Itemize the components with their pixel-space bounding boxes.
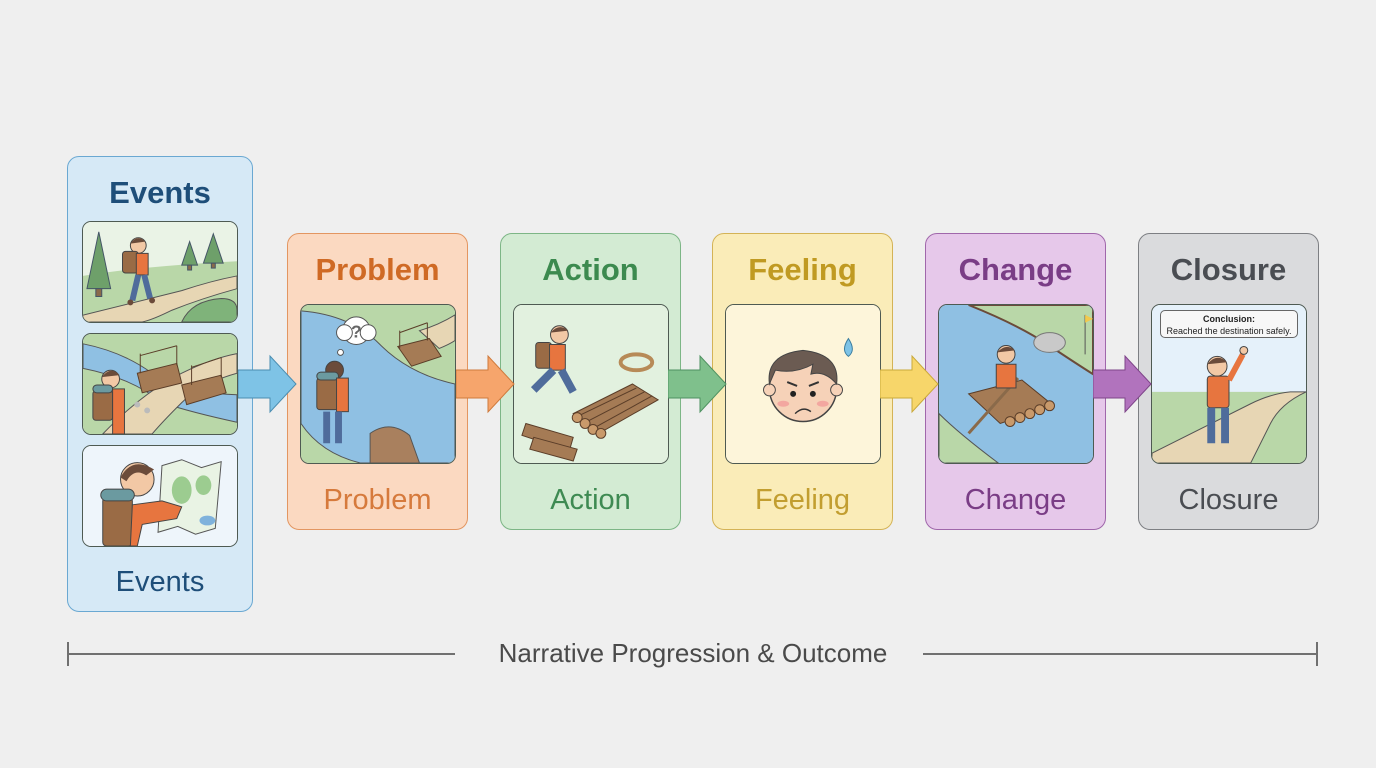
timeline-line-right [923,653,1317,655]
stage-title: Action [542,252,639,287]
stage-card-closure: Closure Conclusion: Reached the destinat… [1138,233,1319,530]
arrow-feeling-to-change-icon [880,354,940,414]
panel-hiker-at-broken-bridge [82,333,238,435]
stage-card-feeling: Feeling Feeling [712,233,893,530]
svg-text:?: ? [351,322,362,342]
stage-title: Closure [1170,252,1287,287]
panel-hiker-reading-map [82,445,238,547]
stage-footer: Problem [323,484,432,516]
panel-hiker-confused-at-river: ? [300,304,456,464]
narrative-timeline: Narrative Progression & Outcome [67,638,1319,668]
stage-card-events: Events [67,156,253,612]
stage-card-action: Action Action [500,233,681,530]
arrow-change-to-closure-icon [1093,354,1153,414]
arrow-problem-to-action-icon [456,354,516,414]
panel-hiker-rafting-river [938,304,1094,464]
panel-hiker-building-raft [513,304,669,464]
timeline-label: Narrative Progression & Outcome [498,638,888,668]
stage-footer: Events [115,566,205,598]
stage-title: Feeling [748,252,857,287]
conclusion-heading: Conclusion: [1203,314,1255,324]
conclusion-text: Reached the destination safely. [1166,326,1292,336]
panel-hiker-waving-at-destination: Conclusion: Reached the destination safe… [1151,304,1307,464]
timeline-end-cap [1316,642,1318,666]
timeline-line-left [67,653,455,655]
stage-title: Events [109,175,211,210]
arrow-action-to-feeling-icon [668,354,728,414]
stage-card-change: Change Change [925,233,1106,530]
stage-footer: Change [964,484,1067,516]
stage-footer: Closure [1178,484,1279,516]
stage-footer: Action [550,484,631,516]
stage-card-problem: Problem ? Problem [287,233,468,530]
panel-hiker-walking-trail [82,221,238,323]
stage-title: Problem [315,252,440,287]
stage-title: Change [958,252,1073,287]
arrow-events-to-problem-icon [238,354,298,414]
panel-determined-face [725,304,881,464]
conclusion-callout: Conclusion: Reached the destination safe… [1160,310,1298,338]
stage-footer: Feeling [754,484,851,516]
